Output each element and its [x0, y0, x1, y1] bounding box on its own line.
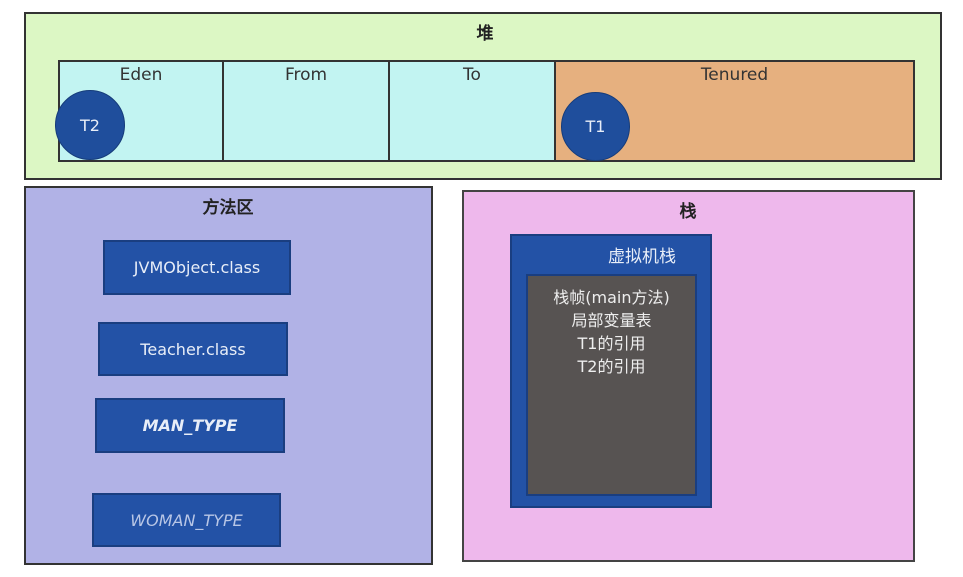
from-region: From [222, 60, 390, 162]
class-teacher: Teacher.class [98, 322, 288, 376]
class-jvmobject: JVMObject.class [103, 240, 291, 295]
stack-frame: 栈帧(main方法) 局部变量表 T1的引用 T2的引用 [526, 274, 697, 496]
constant-woman-type: WOMAN_TYPE [92, 493, 281, 547]
method-area-title: 方法区 [202, 198, 254, 218]
object-t1: T1 [561, 92, 630, 161]
frame-line: T1的引用 [577, 334, 646, 353]
frame-line: T2的引用 [577, 357, 646, 376]
object-t2: T2 [55, 90, 125, 160]
constant-man-type: MAN_TYPE [95, 398, 285, 453]
frame-line: 栈帧(main方法) [553, 288, 670, 307]
frame-line: 局部变量表 [571, 311, 652, 330]
stack-title: 栈 [679, 202, 697, 222]
heap-title: 堆 [476, 24, 494, 44]
vm-stack-title: 虚拟机栈 [608, 247, 676, 267]
to-region: To [388, 60, 556, 162]
